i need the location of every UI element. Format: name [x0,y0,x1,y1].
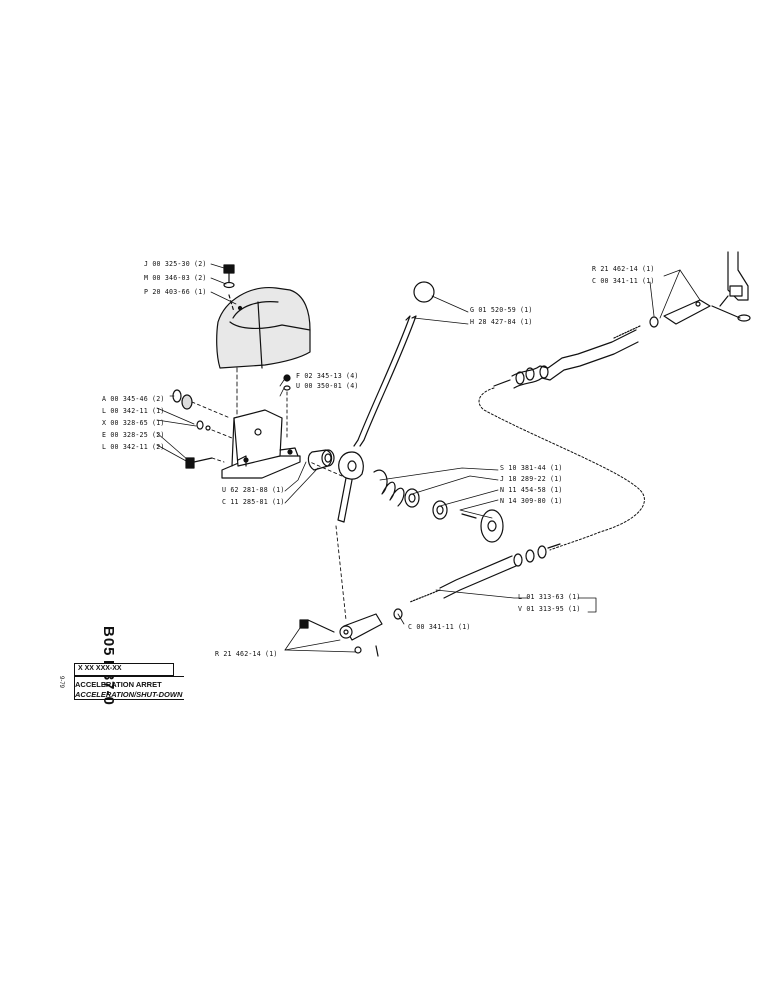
lower-cable [393,543,561,620]
label-m00346: M 00 346-03 (2) [144,274,207,282]
cable-route [478,387,645,551]
label-r21462b: R 21 462-14 (1) [215,650,278,658]
label-f02345: F 02 345-13 (4) [296,372,359,380]
label-l00342a: L 00 342-11 (1) [102,407,165,415]
title-fr: ACCELERATION ARRET [75,680,162,689]
upper-cable [493,251,751,389]
title-divider-left [74,663,75,699]
sheet-date: 9-79 [58,676,64,689]
label-r21462a: R 21 462-14 (1) [592,265,655,273]
label-c00341b: C 00 341-11 (1) [408,623,471,631]
label-j00325: J 00 325-30 (2) [144,260,207,268]
return-spring [373,469,504,543]
label-v01313: V 01 313-95 (1) [518,605,581,613]
label-n14309: N 14 309-80 (1) [500,497,563,505]
label-c11285: C 11 285-81 (1) [222,498,285,506]
title-en: ACCELERATION/SHUT-DOWN [75,690,183,699]
ref-placeholder: X XX XXX-XX [78,665,122,672]
label-x00328: X 00 328-65 (1) [102,419,165,427]
lower-clevis [299,613,383,657]
label-e00328: E 00 328-25 (2) [102,431,165,439]
cover-screw [223,264,235,313]
title-divider [74,676,184,677]
leader-lines [156,263,701,653]
title-divider-bottom [74,699,184,700]
label-a00345: A 00 345-46 (2) [102,395,165,403]
pedal-cover [216,287,311,369]
label-u62281: U 62 281-88 (1) [222,486,285,494]
label-p20403: P 20 403-66 (1) [144,288,207,296]
bracket-hardware [172,389,233,469]
label-u00350: U 00 350-01 (4) [296,382,359,390]
label-s10381: S 10 381-44 (1) [500,464,563,472]
label-h28427: H 28 427-84 (1) [470,318,533,326]
label-n11454: N 11 454-58 (1) [500,486,563,494]
label-g01520: G 01 520-59 (1) [470,306,533,314]
label-l00342b: L 00 342-11 (2) [102,443,165,451]
pedal-bracket [221,409,301,479]
sheet-code-top: B05 [100,626,117,657]
label-l01313: L 01 313-63 (1) [518,593,581,601]
label-j18289: J 18 289-22 (1) [500,475,563,483]
label-c00341a: C 00 341-11 (1) [592,277,655,285]
lever-bushing [307,449,335,471]
accelerator-lever [337,281,435,523]
pin-washers [283,374,291,441]
